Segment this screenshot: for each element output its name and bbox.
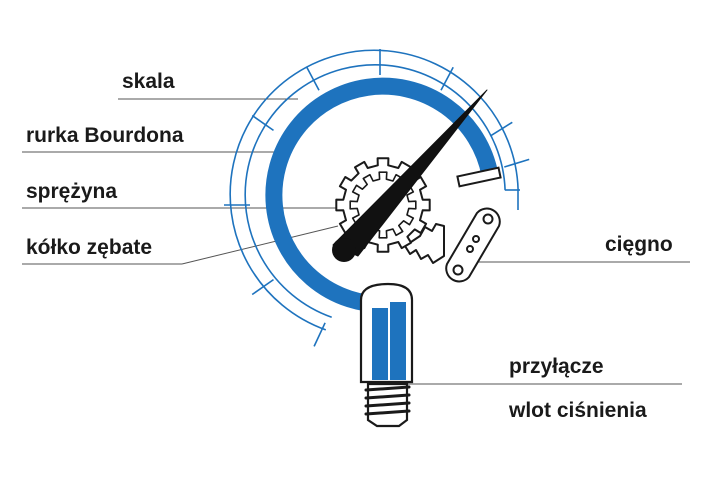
scale-tick <box>306 66 320 91</box>
bourdon-tube <box>265 77 499 313</box>
scale-ring <box>229 49 519 331</box>
link-holes <box>452 213 494 276</box>
leader-lines <box>22 98 690 385</box>
label-wlot-cisnienia: wlot ciśnienia <box>509 399 647 422</box>
scale-tick <box>489 121 513 137</box>
label-przylacze: przyłącze <box>509 355 604 378</box>
connector-inner-tube <box>372 302 406 380</box>
scale-tick <box>440 66 454 91</box>
link-bar <box>445 207 501 283</box>
label-ciegno: cięgno <box>605 233 673 256</box>
label-skala: skala <box>122 70 175 93</box>
leader-kolko-diag <box>181 225 339 265</box>
label-rurka-bourdona: rurka Bourdona <box>26 124 184 147</box>
inlet-thread-lines <box>364 385 411 416</box>
pointer-hub <box>332 238 356 262</box>
scale-tick <box>251 114 274 132</box>
scale-tick <box>251 278 274 296</box>
scale-ticks <box>224 49 530 347</box>
scale-arc-inner <box>244 64 506 319</box>
label-kolko-zebate: kółko zębate <box>26 236 153 259</box>
scale-arc-outer <box>229 49 519 331</box>
label-sprezyna: sprężyna <box>26 180 118 203</box>
tube-end-cap <box>456 166 502 188</box>
scale-tick <box>504 158 530 168</box>
scale-tick <box>313 322 326 347</box>
